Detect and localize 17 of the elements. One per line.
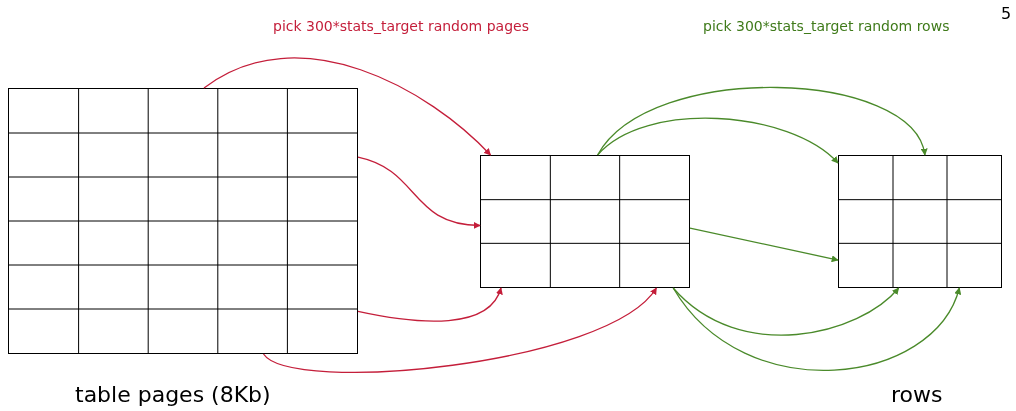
arrow (596, 86, 926, 156)
row-grid (838, 155, 1002, 288)
grid-caption: table pages (8Kb) (75, 382, 271, 407)
slide-number: 5 (1001, 4, 1012, 23)
arrow (672, 287, 961, 371)
arrow (203, 57, 492, 156)
arrow (357, 287, 502, 322)
arrow (596, 117, 839, 164)
arrow (262, 287, 658, 373)
arrow (672, 287, 900, 336)
annotation: pick 300*stats_target random rows (703, 18, 950, 34)
arrow (357, 156, 481, 229)
arrow (689, 227, 839, 263)
annotation: pick 300*stats_target random pages (273, 18, 529, 34)
page-grid (8, 88, 358, 354)
grid-caption: rows (891, 382, 943, 407)
sample-grid (480, 155, 690, 288)
